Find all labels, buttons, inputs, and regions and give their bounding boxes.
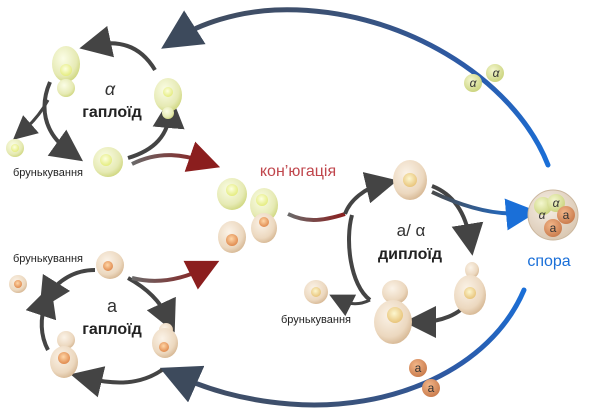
- diploid-label: диплоїд: [378, 246, 442, 263]
- a-haploid-cycle: брунькування a гаплоїд: [9, 251, 178, 398]
- conjugation-stage: кон’югація: [131, 141, 346, 290]
- diploid-budded-cell: [304, 280, 328, 304]
- alpha-budded-cell: [6, 139, 24, 157]
- alpha-cell-bottom: [93, 147, 123, 177]
- alpha-cell-right: [154, 78, 182, 119]
- alpha-haploid-label: гаплоїд: [82, 104, 142, 121]
- diploid-cell-right: [454, 262, 486, 315]
- spore-cell-a-2: [544, 219, 562, 237]
- alpha-cycle-arrow-left: [42, 81, 84, 162]
- alpha-budding-arrow: [12, 99, 50, 140]
- spore-to-alpha-arc: [161, 7, 551, 168]
- conjugation-to-diploid-arrow: [287, 212, 346, 222]
- a-haploid-label: гаплоїд: [82, 321, 142, 338]
- a-cycle-arrow-left: [25, 284, 57, 351]
- diploid-cycle: a/ α диплоїд брунькування: [281, 160, 538, 344]
- a-budding-label: брунькування: [13, 253, 83, 265]
- spore-alpha-1: α: [553, 196, 561, 210]
- spore-alpha-2: α: [539, 208, 547, 222]
- diploid-symbol: a/ α: [397, 221, 426, 240]
- a-symbol: a: [107, 296, 118, 316]
- a-cycle-arrow-top: [39, 268, 96, 310]
- diploid-budding-label: брунькування: [281, 314, 351, 326]
- a-cycle-arrow-right: [127, 276, 176, 333]
- alpha-symbol: α: [105, 79, 116, 99]
- diploid-to-spore-arrow: [431, 190, 538, 231]
- diploid-budding-arrow: [329, 294, 371, 317]
- released-a-1: a: [415, 361, 422, 375]
- conjugating-cells: [217, 178, 278, 253]
- alpha-cycle-arrow-top: [79, 25, 157, 72]
- released-alpha-1: α: [470, 76, 478, 90]
- spore-a-1: a: [563, 208, 570, 222]
- released-a-spores: a a: [409, 359, 440, 397]
- a-cell-bottom-left: [50, 331, 78, 378]
- spore-cell-alpha-2: [547, 194, 565, 212]
- conjugation-label: кон’югація: [260, 163, 336, 180]
- a-budded-cell: [9, 275, 27, 293]
- spore-to-a-arc: [159, 287, 527, 408]
- alpha-haploid-cycle: α гаплоїд брунькування: [6, 25, 185, 179]
- a-to-conjugation-arrow: [131, 260, 220, 290]
- diploid-cycle-arrow-right: [431, 184, 484, 256]
- alpha-budding-label: брунькування: [13, 167, 83, 179]
- spore-label: спора: [527, 253, 570, 270]
- diploid-cycle-arrow-left: [347, 214, 372, 302]
- diploid-cell-bottom: [374, 280, 412, 344]
- a-cell-top: [96, 251, 124, 279]
- released-alpha-spores: α α: [464, 64, 504, 92]
- a-cell-right: [152, 323, 178, 358]
- spore: α α a a спора: [527, 189, 579, 270]
- spore-cell-a-1: [557, 206, 575, 224]
- alpha-to-conjugation-arrow: [131, 141, 221, 172]
- released-alpha-2: α: [493, 66, 501, 80]
- diploid-entry-arrow: [343, 172, 398, 215]
- spore-a-2: a: [550, 221, 557, 235]
- alpha-cell-budding-top: [52, 46, 80, 97]
- diploid-cell-top: [393, 160, 427, 200]
- released-a-2: a: [428, 381, 435, 395]
- a-cycle-arrow-bottom: [70, 366, 164, 398]
